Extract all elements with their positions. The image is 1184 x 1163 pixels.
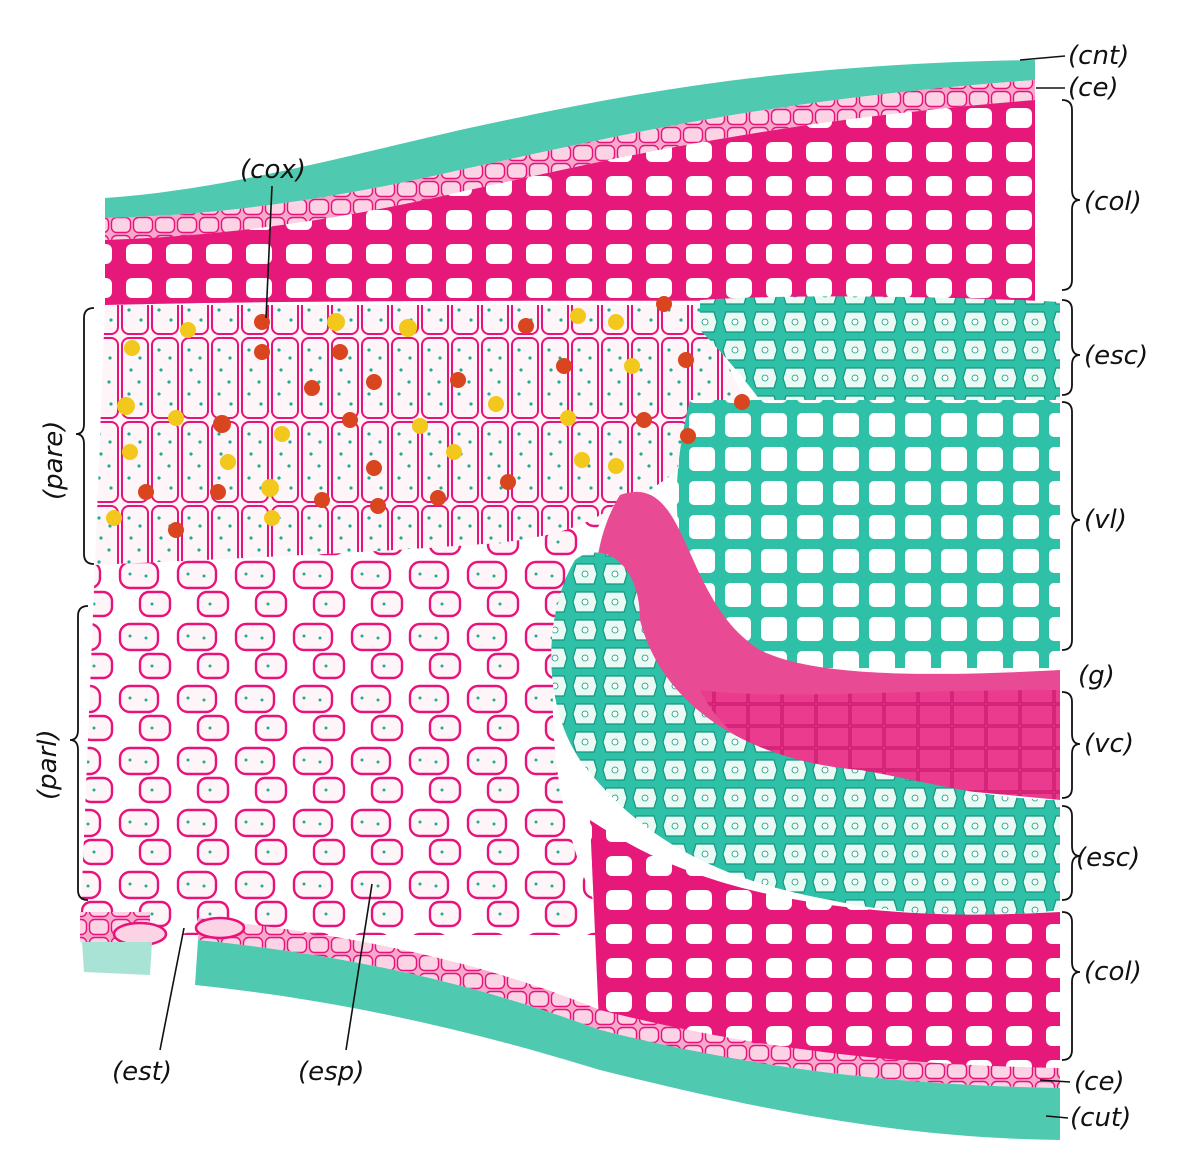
brace-vl: [1062, 402, 1080, 650]
label-col-bottom: (col): [1084, 957, 1142, 987]
label-esp: (esp): [298, 1057, 364, 1087]
leader-est: [160, 928, 184, 1050]
label-pare: (pare): [39, 421, 69, 500]
xylem: [677, 400, 1060, 668]
label-g: (g): [1078, 661, 1115, 691]
label-esc-bottom: (esc): [1076, 843, 1140, 873]
upper-sclerenchyma: [700, 296, 1060, 400]
guard-cell-left: [114, 923, 166, 945]
brace-esc-top: [1062, 300, 1080, 395]
label-col-top: (col): [1084, 187, 1142, 217]
label-parl: (parl): [33, 729, 63, 800]
brace-col-top: [1062, 100, 1080, 290]
lower-cuticle-left: [82, 942, 152, 975]
label-cox: (cox): [240, 155, 306, 185]
brace-vc: [1062, 692, 1080, 798]
label-cut: (cut): [1070, 1103, 1131, 1133]
label-ce-bottom: (ce): [1074, 1067, 1125, 1097]
leader-cnt: [1020, 56, 1065, 60]
guard-cell-right: [196, 918, 244, 938]
label-est: (est): [112, 1057, 172, 1087]
label-vl: (vl): [1084, 505, 1127, 535]
spongy-parenchyma: [80, 500, 620, 935]
label-esc-top: (esc): [1084, 341, 1148, 371]
brace-pare: [76, 308, 94, 564]
label-cnt: (cnt): [1068, 41, 1129, 71]
brace-col-bottom: [1062, 912, 1080, 1060]
label-vc: (vc): [1084, 729, 1134, 759]
label-ce-top: (ce): [1068, 73, 1119, 103]
